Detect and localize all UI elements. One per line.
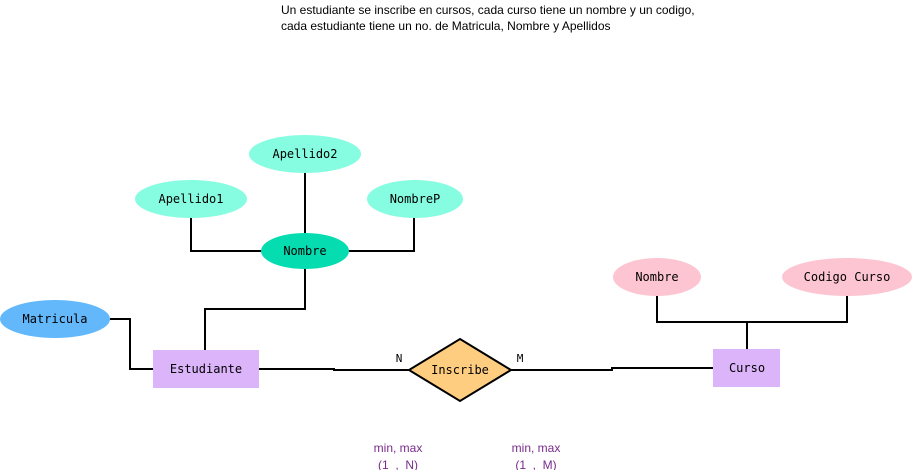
line-apellido1-nombre: [190, 218, 262, 252]
attribute-apellido2-label: Apellido2: [272, 147, 337, 161]
line-nombrep-nombre: [348, 218, 415, 252]
attribute-matricula-label: Matricula: [22, 312, 87, 326]
attribute-nombre-label: Nombre: [283, 244, 326, 258]
line-matricula-estudiante: [110, 318, 153, 370]
attribute-nombrep-shape: [367, 180, 463, 218]
entity-estudiante-shape: [153, 350, 259, 388]
minmax-right-title: min, max: [512, 441, 561, 455]
entity-curso-shape: [713, 349, 780, 387]
relationship-inscribe-shape: [407, 337, 513, 403]
entity-curso-label: Curso: [729, 361, 765, 375]
attribute-apellido2[interactable]: Apellido2: [249, 135, 361, 173]
attribute-codigo-curso[interactable]: Codigo Curso: [782, 258, 912, 296]
line-curso-attribute-bus: [656, 296, 848, 323]
minmax-left-title: min, max: [374, 441, 423, 455]
entity-curso[interactable]: Curso: [713, 349, 780, 387]
relationship-inscribe[interactable]: Inscribe: [407, 337, 513, 403]
minmax-left-value: (1 , N): [378, 458, 418, 470]
attribute-nombre[interactable]: Nombre: [261, 233, 349, 269]
attribute-curso-nombre-label: Nombre: [635, 270, 678, 284]
attribute-apellido1-label: Apellido1: [158, 192, 223, 206]
attribute-curso-nombre-shape: [613, 258, 701, 296]
attribute-nombrep-label: NombreP: [390, 192, 441, 206]
attribute-apellido1-shape: [135, 180, 247, 218]
description-line-1: Un estudiante se inscribe en cursos, cad…: [281, 3, 695, 17]
connector-lines: [110, 173, 848, 371]
attribute-apellido1[interactable]: Apellido1: [135, 180, 247, 218]
description-line-2: cada estudiante tiene un no. de Matricul…: [281, 19, 611, 33]
line-nombre-estudiante: [204, 268, 306, 350]
attribute-nombre-shape: [261, 233, 349, 269]
attribute-codigo-curso-label: Codigo Curso: [804, 270, 891, 284]
attribute-nombrep[interactable]: NombreP: [367, 180, 463, 218]
attribute-matricula-shape: [0, 300, 110, 338]
minmax-right-value: (1 , M): [515, 458, 556, 470]
attribute-apellido2-shape: [249, 135, 361, 173]
attribute-codigo-curso-shape: [782, 258, 912, 296]
attribute-curso-nombre[interactable]: Nombre: [613, 258, 701, 296]
attribute-matricula[interactable]: Matricula: [0, 300, 110, 338]
cardinality-left: N: [396, 352, 403, 365]
cardinality-right: M: [517, 352, 524, 365]
entity-estudiante[interactable]: Estudiante: [153, 350, 259, 388]
line-inscribe-curso: [511, 367, 713, 371]
relationship-inscribe-label: Inscribe: [431, 363, 489, 377]
entity-estudiante-label: Estudiante: [170, 362, 242, 376]
line-estudiante-inscribe: [259, 368, 410, 371]
